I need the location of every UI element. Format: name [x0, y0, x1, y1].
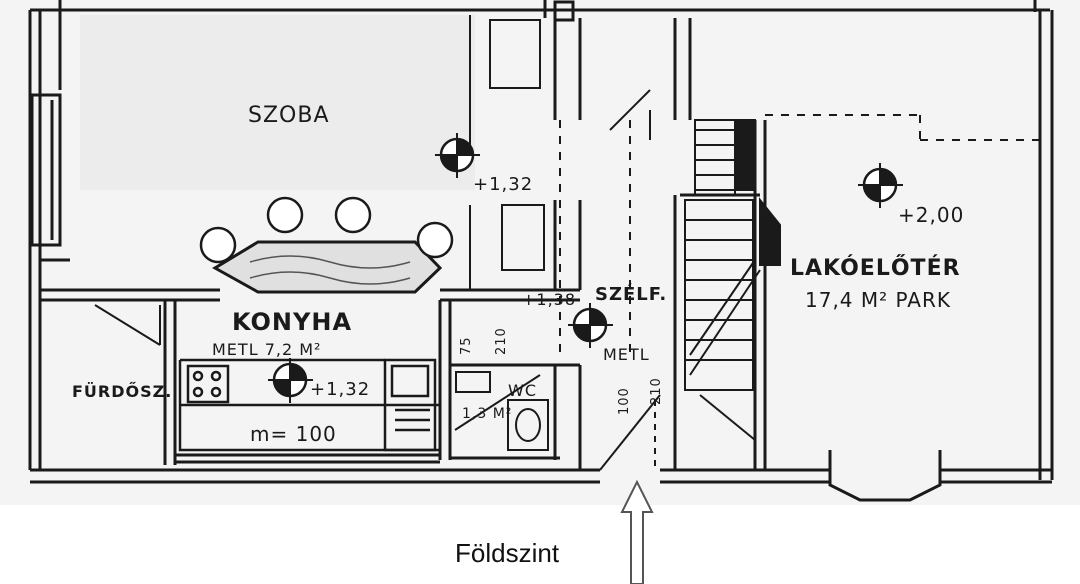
bathroom-door: [94, 304, 161, 346]
level-value-lakoeloter: +2,00: [898, 203, 964, 227]
dimension-label: 210: [494, 327, 509, 355]
floor-caption: Földszint: [455, 538, 560, 568]
room-label-furdo: FÜRDŐSZ.: [72, 381, 172, 401]
entrance-arrow-icon: [620, 479, 654, 584]
dimension-label: 100: [617, 387, 632, 415]
scan-shading: [80, 15, 475, 190]
room-area-konyha: METL 7,2 M²: [212, 340, 321, 359]
room-label-wc: WC: [508, 381, 537, 400]
level-value-szoba: +1,32: [473, 174, 533, 195]
level-value-szelf: +1,38: [522, 290, 576, 309]
dimension-label: 210: [649, 377, 664, 405]
level-marker-szelf: [568, 303, 613, 348]
dining-table: [199, 196, 454, 294]
room-label-metl: METL: [603, 345, 650, 364]
level-marker-konyha: [268, 358, 313, 403]
counter-dimension: m= 100: [250, 422, 337, 446]
room-label-konyha: KONYHA: [232, 308, 352, 336]
room-label-lakoeloter: LAKÓELŐTÉR: [790, 255, 961, 281]
room-label-szelf: SZÉLF.: [595, 283, 667, 305]
wc-fixtures: [454, 371, 549, 451]
walls: [28, 0, 1054, 502]
chair: [266, 196, 304, 234]
kitchen-counter: [178, 358, 440, 452]
entrance-door: [559, 114, 1040, 471]
level-value-konyha: +1,32: [310, 379, 370, 400]
chair: [199, 226, 237, 264]
level-marker-lakoeloter: [858, 163, 903, 208]
szoba-furniture: [469, 15, 651, 290]
room-label-szoba: SZOBA: [248, 103, 330, 128]
level-marker-szoba: [435, 133, 480, 178]
chair: [334, 196, 372, 234]
staircase: [684, 119, 781, 441]
room-area-wc: 1,3 M²: [462, 406, 512, 422]
room-area-lakoeloter: 17,4 M² PARK: [805, 288, 951, 312]
chair: [416, 221, 454, 259]
dimension-label: 75: [459, 336, 474, 355]
